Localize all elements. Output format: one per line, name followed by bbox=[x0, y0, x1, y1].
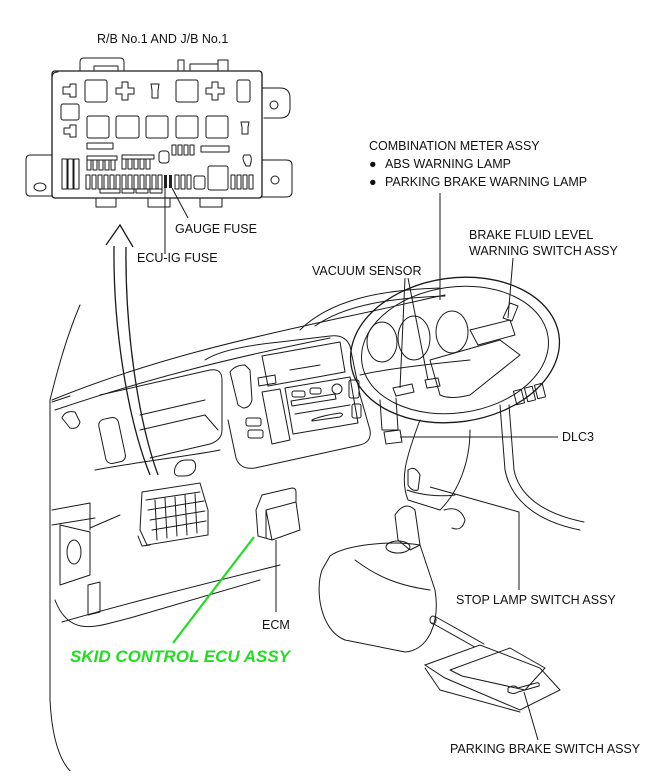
brake-fluid-label-line1: BRAKE FLUID LEVEL bbox=[469, 228, 593, 242]
dashboard-drawing bbox=[49, 276, 585, 772]
brake-fluid-label-line2: WARNING SWITCH ASSY bbox=[469, 244, 619, 258]
vacuum-sensor-label: VACUUM SENSOR bbox=[312, 264, 422, 278]
stop-lamp-switch-label: STOP LAMP SWITCH ASSY bbox=[456, 593, 616, 607]
vacuum-sensor-leader-1 bbox=[399, 277, 406, 389]
dlc3-connector bbox=[383, 429, 403, 445]
fuse-row-lower bbox=[85, 165, 254, 194]
gauge-fuse-label: GAUGE FUSE bbox=[175, 222, 257, 236]
junction-block-installed bbox=[137, 482, 209, 547]
stop-lamp-leader bbox=[429, 486, 520, 590]
location-arrow bbox=[105, 223, 159, 476]
abs-warning-bullet-icon: ● bbox=[369, 157, 377, 171]
gauge-fuse-leader bbox=[171, 187, 189, 219]
relay-block-label: R/B No.1 AND J/B No.1 bbox=[97, 32, 228, 46]
skid-control-leader bbox=[172, 536, 255, 644]
dlc3-label: DLC3 bbox=[562, 430, 594, 444]
brake-fluid-leader bbox=[507, 257, 514, 319]
ecm-label: ECM bbox=[262, 618, 290, 632]
ecu-ig-fuse-marker bbox=[164, 175, 167, 188]
gauge-fuse-marker bbox=[169, 175, 172, 188]
parking-brake-warning-bullet-icon: ● bbox=[369, 175, 377, 189]
combination-meter-label: COMBINATION METER ASSY bbox=[369, 139, 540, 153]
parking-brake-switch-leader bbox=[523, 691, 539, 741]
parking-brake-switch-drawing bbox=[507, 682, 540, 694]
ecu-ig-fuse-label: ECU-IG FUSE bbox=[137, 251, 218, 265]
leader-lines bbox=[172, 193, 558, 741]
abs-warning-lamp-label: ABS WARNING LAMP bbox=[385, 157, 511, 171]
parking-brake-switch-label: PARKING BRAKE SWITCH ASSY bbox=[450, 742, 641, 756]
parking-brake-warning-lamp-label: PARKING BRAKE WARNING LAMP bbox=[385, 175, 587, 189]
skid-control-ecu-label: SKID CONTROL ECU ASSY bbox=[70, 647, 292, 666]
ecm-unit bbox=[255, 487, 301, 541]
vacuum-sensor-leader-2 bbox=[407, 277, 429, 381]
relay-junction-block-drawing bbox=[25, 57, 293, 208]
fuse-row-upper bbox=[61, 144, 252, 190]
